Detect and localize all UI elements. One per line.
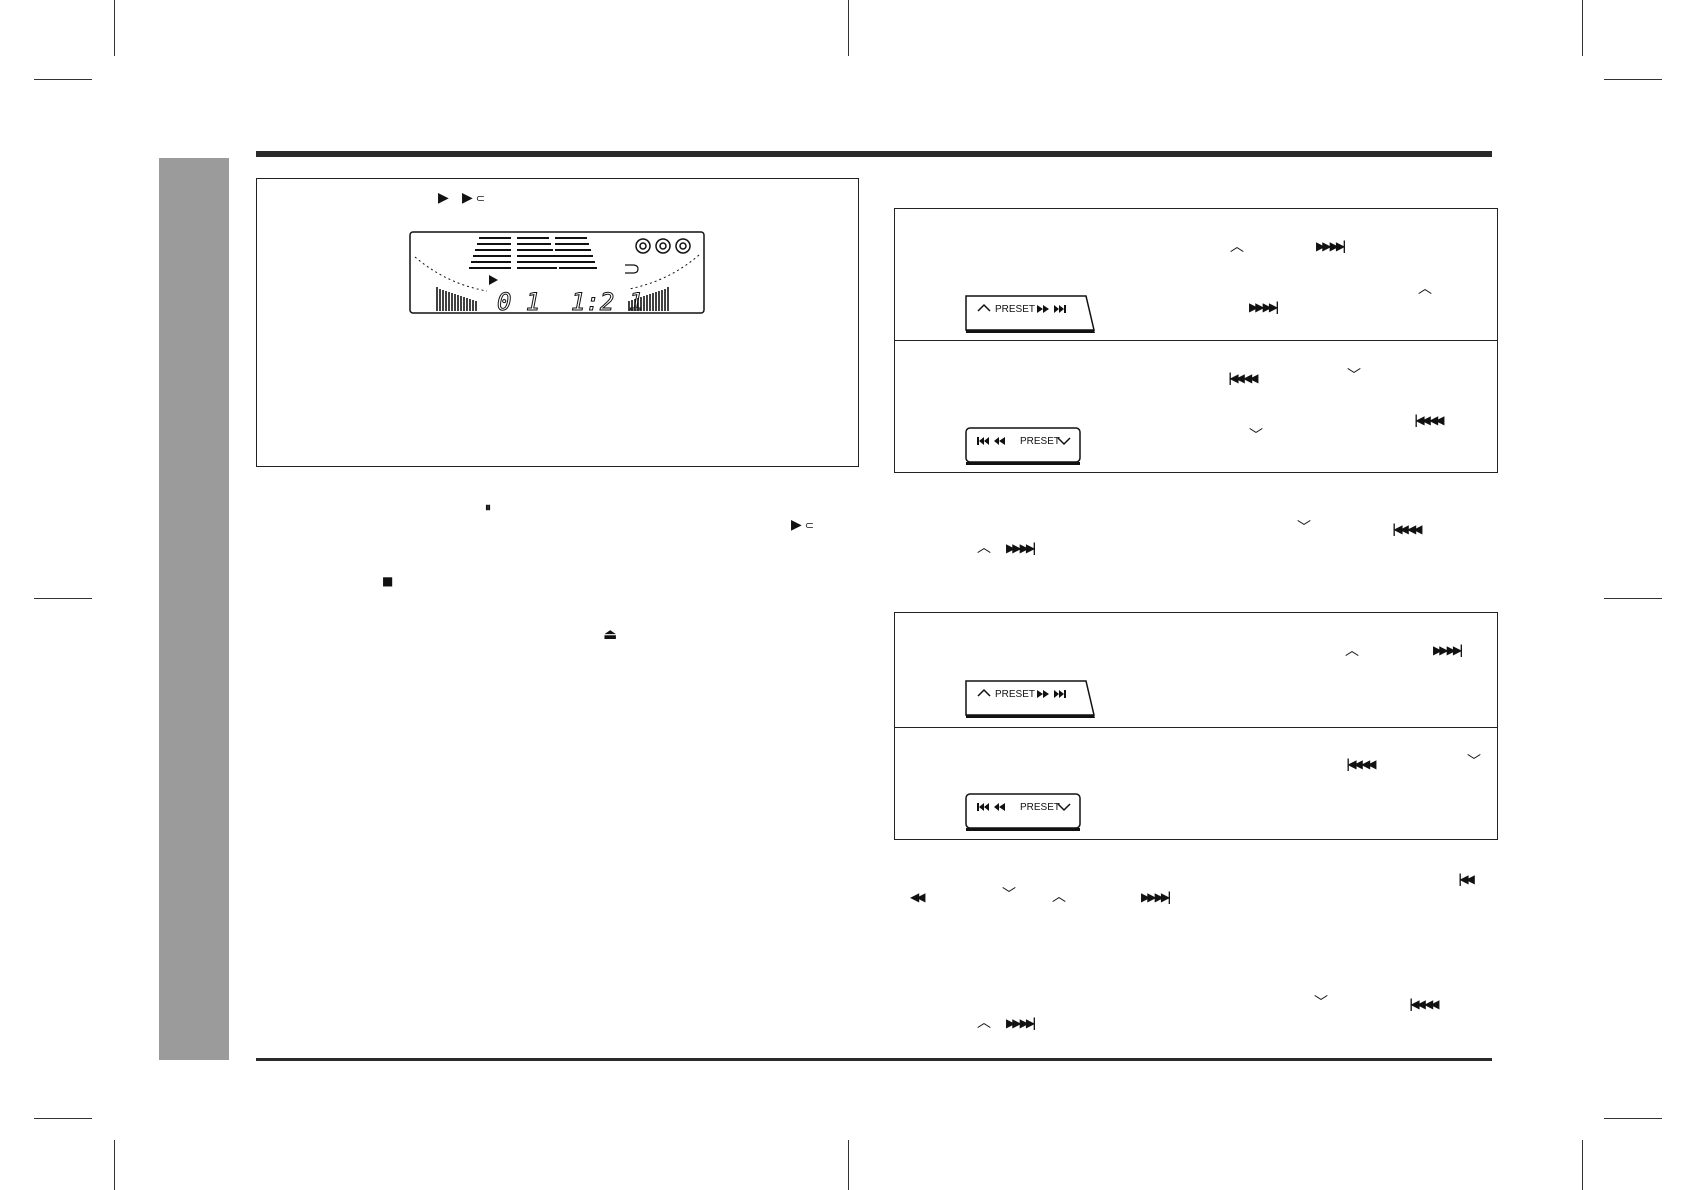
up-chevron-icon: ︿ bbox=[1230, 239, 1244, 255]
crop-mark bbox=[114, 0, 115, 56]
header-rule bbox=[256, 151, 1492, 157]
fast-forward-skip-icon: ▶▶ ▶▶| bbox=[1433, 643, 1464, 657]
preset-down-button[interactable]: PRESET bbox=[962, 426, 1084, 466]
preset-down-button[interactable]: PRESET bbox=[962, 792, 1084, 832]
skip-back-rewind-icon: |◀◀ ◀◀ bbox=[1409, 997, 1440, 1011]
box-divider bbox=[894, 727, 1498, 728]
fast-forward-skip-icon: ▶▶ ▶▶| bbox=[1141, 890, 1172, 904]
preset-button-label: PRESET bbox=[1020, 802, 1060, 813]
crop-mark bbox=[34, 79, 92, 80]
crop-mark bbox=[848, 0, 849, 56]
play-icon: ▶ bbox=[438, 190, 449, 206]
fast-forward-skip-icon: ▶▶ ▶▶| bbox=[1249, 300, 1280, 314]
preset-button-label: PRESET bbox=[995, 689, 1035, 700]
lcd-time: 1:2 1 bbox=[571, 288, 643, 316]
footer-rule bbox=[256, 1058, 1492, 1061]
down-chevron-icon: ﹀ bbox=[1002, 887, 1016, 903]
up-chevron-icon: ︿ bbox=[1345, 643, 1359, 659]
up-chevron-icon: ︿ bbox=[977, 540, 991, 556]
pause-icon: ⏸ bbox=[485, 500, 492, 514]
play-icon: ▶ bbox=[791, 517, 802, 533]
skip-back-rewind-icon: |◀◀ ◀◀ bbox=[1414, 413, 1445, 427]
down-chevron-icon: ﹀ bbox=[1297, 520, 1311, 536]
up-chevron-icon: ︿ bbox=[1418, 281, 1432, 297]
fast-forward-skip-icon: ▶▶ ▶▶| bbox=[1006, 1016, 1037, 1030]
stop-icon: ■ bbox=[382, 574, 394, 588]
fast-forward-skip-icon: ▶▶ ▶▶| bbox=[1006, 541, 1037, 555]
crop-mark bbox=[34, 598, 92, 599]
crop-mark bbox=[34, 1118, 92, 1119]
crop-mark bbox=[114, 1140, 115, 1190]
display-illustration-box bbox=[256, 178, 859, 467]
lcd-track-number: 0 1 bbox=[497, 288, 540, 316]
lcd-display: 0 1 1:2 1 bbox=[409, 231, 705, 317]
skip-back-rewind-icon: |◀◀ ◀◀ bbox=[1346, 757, 1377, 771]
up-chevron-icon: ︿ bbox=[977, 1015, 991, 1031]
fast-forward-skip-icon: ▶▶ ▶▶| bbox=[1316, 239, 1347, 253]
preset-up-button[interactable]: PRESET bbox=[962, 679, 1098, 719]
down-chevron-icon: ﹀ bbox=[1314, 995, 1328, 1011]
crop-mark bbox=[1604, 79, 1662, 80]
down-chevron-icon: ﹀ bbox=[1467, 754, 1481, 770]
up-chevron-icon: ︿ bbox=[1052, 889, 1066, 905]
play-icon: ▶ bbox=[462, 190, 473, 206]
rewind-icon: ◀◀ bbox=[910, 890, 926, 904]
eject-icon: ⏏ bbox=[603, 625, 618, 643]
preset-button-label: PRESET bbox=[1020, 436, 1060, 447]
skip-back-rewind-icon: |◀◀ ◀◀ bbox=[1228, 371, 1259, 385]
repeat-loop-icon: ⊂ bbox=[804, 519, 814, 532]
skip-back-rewind-icon: |◀◀ ◀◀ bbox=[1392, 522, 1423, 536]
play-repeat-icon: ▶⊂ bbox=[791, 518, 814, 533]
box-divider bbox=[894, 340, 1498, 341]
skip-back-icon: |◀◀ bbox=[1458, 872, 1475, 886]
crop-mark bbox=[848, 1140, 849, 1190]
crop-mark bbox=[1582, 1140, 1583, 1190]
down-chevron-icon: ﹀ bbox=[1249, 428, 1263, 444]
repeat-loop-icon: ⊂ bbox=[475, 192, 485, 205]
crop-mark bbox=[1604, 1118, 1662, 1119]
play-repeat-icon: ▶⊂ bbox=[462, 191, 485, 206]
crop-mark bbox=[1582, 0, 1583, 56]
preset-button-label: PRESET bbox=[995, 304, 1035, 315]
down-chevron-icon: ﹀ bbox=[1347, 368, 1361, 384]
section-side-tab bbox=[159, 158, 229, 1060]
crop-mark bbox=[1604, 598, 1662, 599]
preset-up-button[interactable]: PRESET bbox=[962, 294, 1098, 334]
